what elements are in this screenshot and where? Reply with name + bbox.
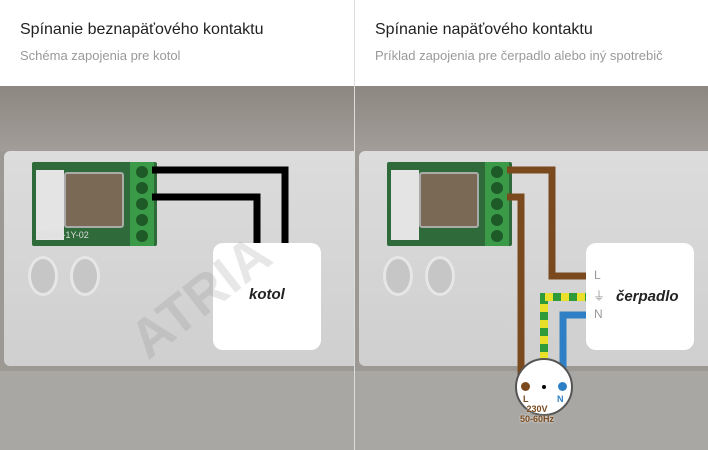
wiring-photo: L N 230V 50-60Hz L ⏚ N čerpadlo bbox=[355, 86, 708, 450]
pump-box: L ⏚ N čerpadlo bbox=[586, 243, 694, 350]
relay bbox=[419, 172, 479, 228]
voltage-label: 230V bbox=[526, 404, 548, 414]
dry-contact-panel: Spínanie beznapäťového kontaktu Schéma z… bbox=[0, 0, 354, 450]
terminal-block bbox=[130, 162, 154, 246]
power-socket: L N bbox=[515, 358, 573, 416]
panel-subtitle: Príklad zapojenia pre čerpadlo alebo iný… bbox=[375, 48, 663, 63]
pump-label: čerpadlo bbox=[616, 288, 679, 305]
dry-wires bbox=[152, 166, 289, 246]
panel-subtitle: Schéma zapojenia pre kotol bbox=[20, 48, 181, 63]
wiring-photo: 2558R-1Y-02 kotol ATRIA bbox=[0, 86, 354, 450]
terminal-n: N bbox=[594, 307, 603, 321]
panel-header: Spínanie beznapäťového kontaktu Schéma z… bbox=[0, 0, 354, 86]
powered-contact-panel: Spínanie napäťového kontaktu Príklad zap… bbox=[354, 0, 708, 450]
socket-n-label: N bbox=[557, 394, 564, 404]
terminal-earth: ⏚ bbox=[593, 289, 606, 303]
panel-header: Spínanie napäťového kontaktu Príklad zap… bbox=[355, 0, 708, 86]
panel-title: Spínanie beznapäťového kontaktu bbox=[20, 21, 264, 38]
boiler-label: kotol bbox=[249, 286, 285, 303]
socket-l-label: L bbox=[523, 394, 529, 404]
relay bbox=[64, 172, 124, 228]
frequency-label: 50-60Hz bbox=[519, 414, 555, 424]
panel-title: Spínanie napäťového kontaktu bbox=[375, 21, 593, 38]
powered-wires bbox=[507, 166, 587, 382]
terminal-block bbox=[485, 162, 509, 246]
terminal-l: L bbox=[594, 268, 601, 282]
boiler-box: kotol bbox=[213, 243, 321, 350]
pcb-text: 2558R-1Y-02 bbox=[36, 230, 89, 240]
